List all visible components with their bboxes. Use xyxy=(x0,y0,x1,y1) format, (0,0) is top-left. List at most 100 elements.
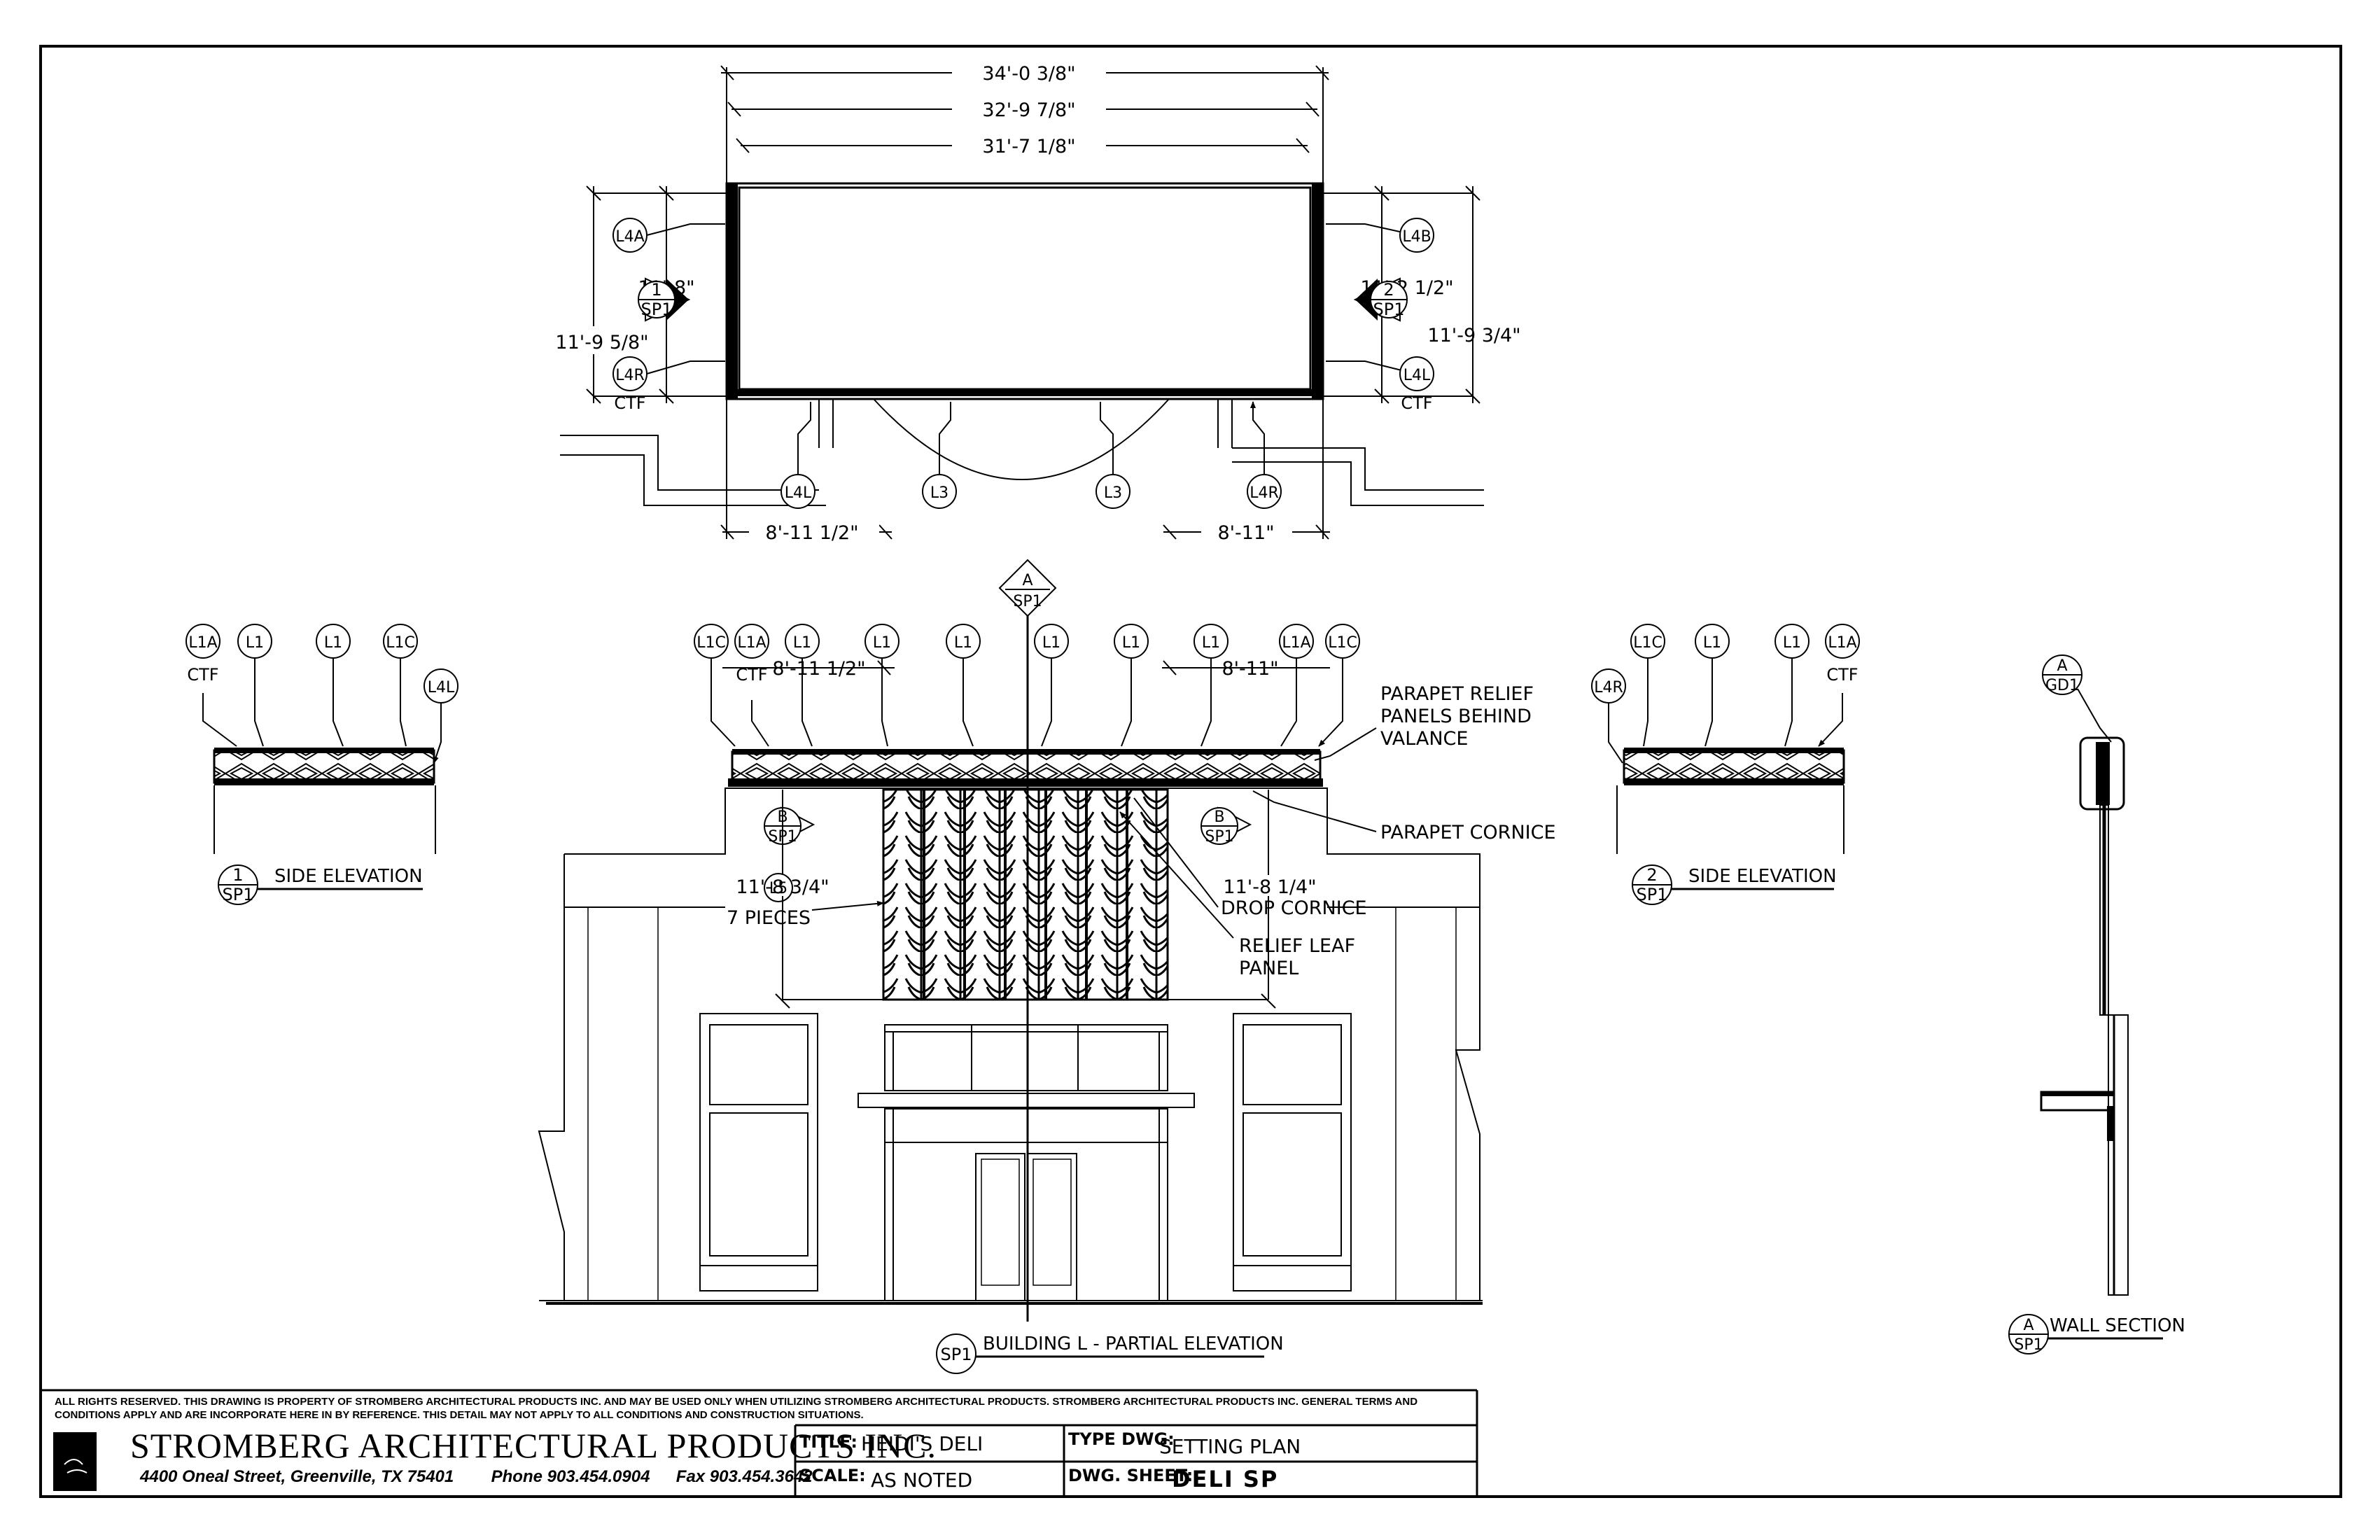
plan-dim-overall: 34'-0 3/8" xyxy=(982,63,1075,85)
plan-front-wall xyxy=(727,389,1323,396)
company-fax: Fax 903.454.3642 xyxy=(676,1467,813,1486)
company-address: 4400 Oneal Street, Greenville, TX 75401 xyxy=(140,1467,454,1486)
main-tag-l1-1 xyxy=(785,624,820,659)
plan-adjacent-wall-left xyxy=(560,399,834,506)
note-valance: VALANCE xyxy=(1380,728,1468,750)
svg-text:B: B xyxy=(1214,808,1224,826)
svg-text:L4L: L4L xyxy=(785,484,812,502)
side-left-tag-l1c xyxy=(383,624,418,659)
plan-dim-ticks xyxy=(720,65,1329,183)
section-a-letter: A xyxy=(1022,572,1032,589)
side-right-tag-l4r xyxy=(1591,668,1626,704)
company-phone: Phone 903.454.0904 xyxy=(491,1467,650,1486)
plan-dim-bottom-left-text: 8'-11 1/2" xyxy=(765,522,858,544)
entry-door-right xyxy=(1027,1153,1077,1301)
side-right-tag-l1c xyxy=(1630,624,1665,659)
plan-side-ticks xyxy=(586,186,1480,404)
plan-outer-outline xyxy=(725,182,1324,400)
wall-section-title: WALL SECTION xyxy=(2050,1315,2185,1336)
plan-dim-inner: 31'-7 1/8" xyxy=(982,136,1075,158)
panel-count: 7 PIECES xyxy=(727,907,811,929)
plan-tag-l4a xyxy=(612,218,648,253)
main-tag-l1a-left xyxy=(734,624,769,659)
wall-parapet-profile xyxy=(2079,736,2125,811)
plan-dim-bottom-right-text: 8'-11" xyxy=(1217,522,1274,544)
side-right-parapet xyxy=(1623,749,1845,784)
title-block: TITLE: HEIDI'S DELI TYPE DWG: SETTING PL… xyxy=(41,1389,1478,1497)
plan-right-wall xyxy=(1312,183,1323,399)
note-parapet-relief: PARAPET RELIEF xyxy=(1380,683,1534,705)
storefront-transom xyxy=(884,1024,1168,1091)
side-elevation-left: L1A CTF L1 L1 L1C L4L 1 SP1 SIDE ELEVATI… xyxy=(186,624,458,905)
relief-leaf-panel xyxy=(882,788,1169,1001)
main-tag-l1-6 xyxy=(1194,624,1228,659)
company-logo xyxy=(53,1432,97,1491)
svg-text:L4R: L4R xyxy=(1250,484,1279,502)
plan-dim-mid: 32'-9 7/8" xyxy=(982,99,1075,121)
svg-text:L1C: L1C xyxy=(386,634,415,652)
side-left-leaders xyxy=(202,658,442,763)
note-panels-behind: PANELS BEHIND xyxy=(1380,706,1532,727)
svg-text:L1: L1 xyxy=(246,634,264,652)
main-title-mark xyxy=(936,1334,976,1374)
main-tag-l1a-right xyxy=(1279,624,1314,659)
storefront-frame xyxy=(884,1108,1168,1301)
svg-text:L4L: L4L xyxy=(428,679,455,696)
side-left-tag-l1a xyxy=(186,624,220,659)
svg-text:L1: L1 xyxy=(873,634,891,652)
main-parapet xyxy=(731,750,1322,784)
panel-dimension: 11'-8 3/4" xyxy=(736,876,829,898)
plan-tag-l4l-bottom xyxy=(780,474,816,509)
side-right-ctf: CTF xyxy=(1826,665,1858,685)
plan-tag-l4r-bottom xyxy=(1247,474,1282,509)
plan-section-2-num: 2 xyxy=(1383,280,1394,300)
plan-tag-l4b xyxy=(1399,218,1434,253)
svg-text:L1C: L1C xyxy=(1328,634,1357,652)
section-a-marker xyxy=(998,559,1057,617)
svg-text:SP1: SP1 xyxy=(1205,828,1233,846)
window-left xyxy=(699,1013,818,1292)
panel-tag-l5 xyxy=(764,873,793,902)
main-ctf: CTF xyxy=(736,665,767,685)
svg-text:L1A: L1A xyxy=(188,634,217,652)
svg-text:L1: L1 xyxy=(1202,634,1220,652)
main-tag-leaders xyxy=(710,658,1343,746)
main-tag-l1c-left xyxy=(694,624,729,659)
title-label: TITLE: xyxy=(799,1432,858,1452)
plan-tag-l4r-left xyxy=(612,356,648,391)
plan-ctf-right: CTF xyxy=(1401,393,1432,413)
main-tag-l1c-right xyxy=(1325,624,1360,659)
company-contact: 4400 Oneal Street, Greenville, TX 75401 … xyxy=(140,1467,813,1487)
plan-view: 34'-0 3/8" 32'-9 7/8" 31'-7 1/8" 11'-9 5… xyxy=(546,63,1521,544)
svg-text:L4B: L4B xyxy=(1402,228,1431,246)
main-title: BUILDING L - PARTIAL ELEVATION xyxy=(983,1334,1284,1354)
svg-text:L3: L3 xyxy=(930,484,948,502)
note-leaders xyxy=(1120,727,1377,939)
main-tag-l1-4 xyxy=(1034,624,1069,659)
svg-text:SP1: SP1 xyxy=(941,1345,972,1364)
plan-ctf-left: CTF xyxy=(614,393,645,413)
plan-tag-l3-right xyxy=(1096,474,1130,509)
svg-text:L4A: L4A xyxy=(615,228,644,246)
wall-section: A GD1 A SP1 WALL SECTION xyxy=(2008,654,2185,1354)
svg-text:L1: L1 xyxy=(324,634,342,652)
svg-text:L1A: L1A xyxy=(1282,634,1310,652)
main-dim-right-text: 8'-11" xyxy=(1222,658,1278,680)
svg-text:L1: L1 xyxy=(1042,634,1060,652)
side-left-tag-l1-b xyxy=(316,624,351,659)
svg-text:L4R: L4R xyxy=(1594,679,1623,696)
side-left-tag-l1-a xyxy=(237,624,272,659)
plan-inner-outline xyxy=(738,186,1312,391)
main-tag-l1-2 xyxy=(864,624,899,659)
note-parapet-cornice: PARAPET CORNICE xyxy=(1380,822,1556,844)
main-elevation: A SP1 8'-11 1/2" 8'-11" L1C L1A CTF L1 L… xyxy=(538,559,1556,1374)
side-right-leaders xyxy=(1608,658,1843,764)
sheet-value: DELI SP xyxy=(1172,1466,1278,1492)
building-vertical-lines xyxy=(587,907,1457,1301)
window-right xyxy=(1233,1013,1352,1292)
svg-text:A: A xyxy=(2023,1317,2033,1334)
note-drop-cornice: DROP CORNICE xyxy=(1221,897,1367,919)
side-right-tag-l1a xyxy=(1825,624,1860,659)
plan-tag-l4l-right xyxy=(1399,356,1434,391)
side-right-tag-l1-b xyxy=(1774,624,1809,659)
